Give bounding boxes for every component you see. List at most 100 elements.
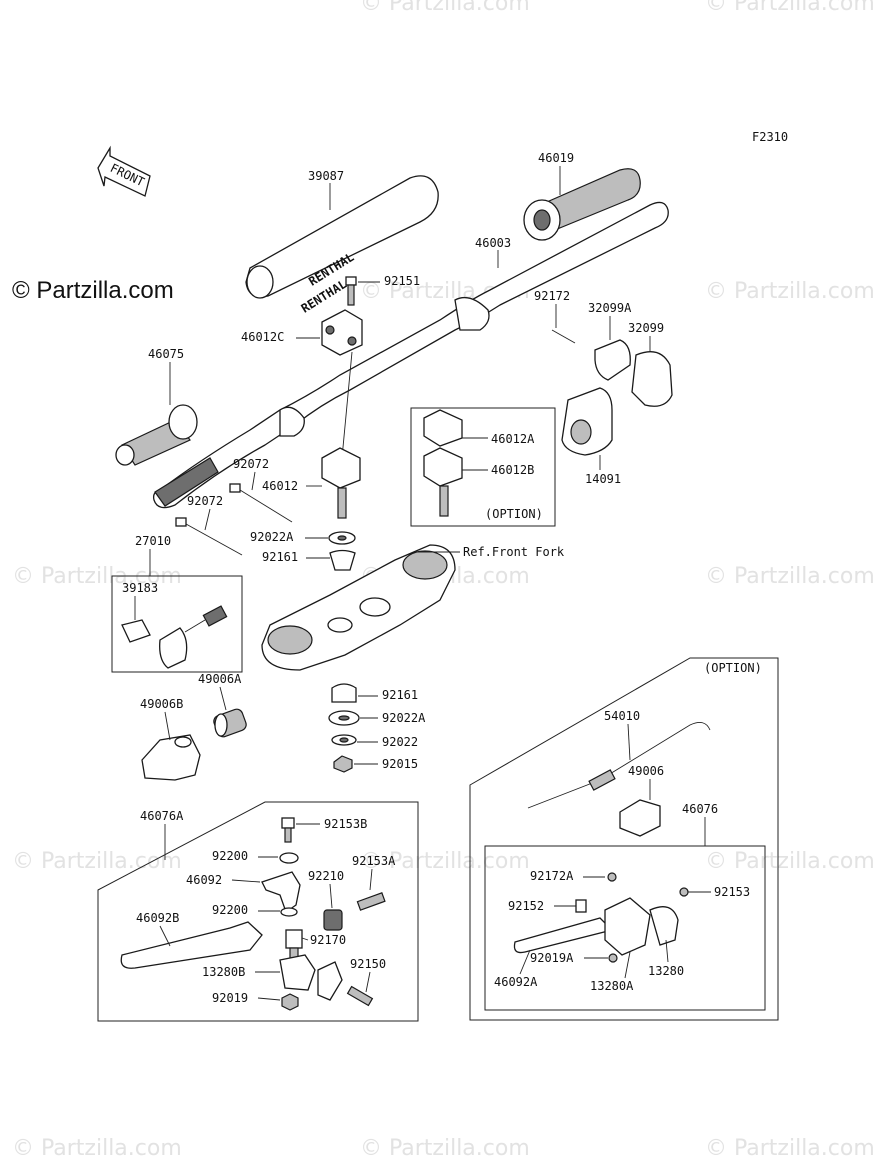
part-label: 46012C xyxy=(241,330,284,344)
throttle-cover xyxy=(561,387,613,456)
bar-pad-brand: RENTHAL xyxy=(299,277,349,316)
part-label: 46076A xyxy=(140,809,184,823)
washer-92200-lower xyxy=(280,907,298,917)
part-label: 46092B xyxy=(136,911,179,925)
option-clamp-b xyxy=(423,447,463,517)
ref-front-fork: Ref.Front Fork xyxy=(463,545,565,559)
throttle-housing-lower xyxy=(631,351,673,407)
part-label: 92015 xyxy=(382,757,418,771)
left-grip xyxy=(115,404,198,466)
part-label: 49006B xyxy=(140,697,183,711)
watermark: © Partzilla.com xyxy=(12,849,182,874)
part-label: 92151 xyxy=(384,274,420,288)
handlebar xyxy=(152,201,669,509)
perch-13280b xyxy=(279,954,343,1001)
kill-switch xyxy=(121,605,228,669)
adjuster-92210 xyxy=(323,909,343,931)
part-label: 46092A xyxy=(494,975,538,989)
part-label: 46092 xyxy=(186,873,222,887)
lever-box xyxy=(97,801,419,1022)
watermark: © Partzilla.com xyxy=(705,0,875,16)
nut-92015 xyxy=(333,755,353,773)
bolt-92150 xyxy=(346,985,374,1007)
option-label: (OPTION) xyxy=(485,507,543,521)
part-label: 92172 xyxy=(534,289,570,303)
hot-start-lever xyxy=(619,799,661,837)
part-label: 92161 xyxy=(262,550,298,564)
part-label: 92153 xyxy=(714,885,750,899)
watermark: © Partzilla.com xyxy=(360,0,530,16)
watermark: © Partzilla.com xyxy=(705,279,875,304)
watermark: © Partzilla.com xyxy=(360,1136,530,1161)
part-label: 92072 xyxy=(187,494,223,508)
part-label: 13280A xyxy=(590,979,634,993)
part-label: 27010 xyxy=(135,534,171,548)
part-label: 49006A xyxy=(198,672,242,686)
part-label: 92200 xyxy=(212,903,248,917)
part-label: 92210 xyxy=(308,869,344,883)
part-label: 39087 xyxy=(308,169,344,183)
option-label: (OPTION) xyxy=(704,661,762,675)
lever-bracket xyxy=(261,871,301,914)
part-label: 46003 xyxy=(475,236,511,250)
nut-92019 xyxy=(281,993,299,1011)
watermark: © Partzilla.com xyxy=(360,849,530,874)
part-label: 54010 xyxy=(604,709,640,723)
part-label: 13280 xyxy=(648,964,684,978)
throttle-housing-upper xyxy=(594,339,631,381)
part-label: 14091 xyxy=(585,472,621,486)
watermark: © Partzilla.com xyxy=(705,564,875,589)
brake-lever xyxy=(120,921,263,969)
hot-start-knob xyxy=(213,708,247,738)
part-label: 92022A xyxy=(382,711,426,725)
part-label: 92153B xyxy=(324,817,367,831)
part-label: 92019A xyxy=(530,951,574,965)
part-label: 92172A xyxy=(530,869,574,883)
adjuster-bolt xyxy=(356,892,386,911)
part-label: 49006 xyxy=(628,764,664,778)
clamp-bolt xyxy=(345,276,357,306)
bolt-92153b xyxy=(281,817,295,843)
part-label: 92170 xyxy=(310,933,346,947)
clamp-option-box xyxy=(410,407,556,527)
partzilla-copyright: © Partzilla.com xyxy=(12,277,174,304)
part-label: 46012B xyxy=(491,463,534,477)
lower-clamp xyxy=(321,447,361,519)
part-label: 92152 xyxy=(508,899,544,913)
part-label: 92153A xyxy=(352,854,396,868)
part-label: 92022 xyxy=(382,735,418,749)
damper-92161-upper xyxy=(329,549,356,571)
part-label: 46019 xyxy=(538,151,574,165)
washer-92022a-lower xyxy=(328,710,360,726)
part-label: 46012A xyxy=(491,432,535,446)
part-label: 92200 xyxy=(212,849,248,863)
figure-code: F2310 xyxy=(752,130,788,144)
clutch-lever-assembly xyxy=(513,897,679,956)
hot-start-holder xyxy=(141,734,201,781)
part-label: 92019 xyxy=(212,991,248,1005)
washer-92022a-upper xyxy=(328,531,356,545)
part-label: 92161 xyxy=(382,688,418,702)
option-clamp-a xyxy=(423,409,463,447)
part-label: 92072 xyxy=(233,457,269,471)
part-label: 13280B xyxy=(202,965,245,979)
front-arrow-icon: FRONT xyxy=(97,145,151,197)
clutch-option-box xyxy=(469,657,779,1021)
watermark: © Partzilla.com xyxy=(705,1136,875,1161)
watermark: © Partzilla.com xyxy=(705,849,875,874)
clutch-lever-subbox xyxy=(484,845,766,1011)
throttle-grip xyxy=(523,168,641,241)
cable-tie xyxy=(175,517,243,556)
part-label: 39183 xyxy=(122,581,158,595)
part-label: 46012 xyxy=(262,479,298,493)
triple-clamp xyxy=(261,544,456,671)
part-label: 92150 xyxy=(350,957,386,971)
part-label: 92022A xyxy=(250,530,294,544)
watermark: © Partzilla.com xyxy=(12,1136,182,1161)
part-label: 32099A xyxy=(588,301,632,315)
clutch-cable xyxy=(527,721,711,809)
washer-92200-upper xyxy=(279,852,299,864)
upper-clamp xyxy=(321,309,363,356)
cable-tie xyxy=(229,483,293,523)
